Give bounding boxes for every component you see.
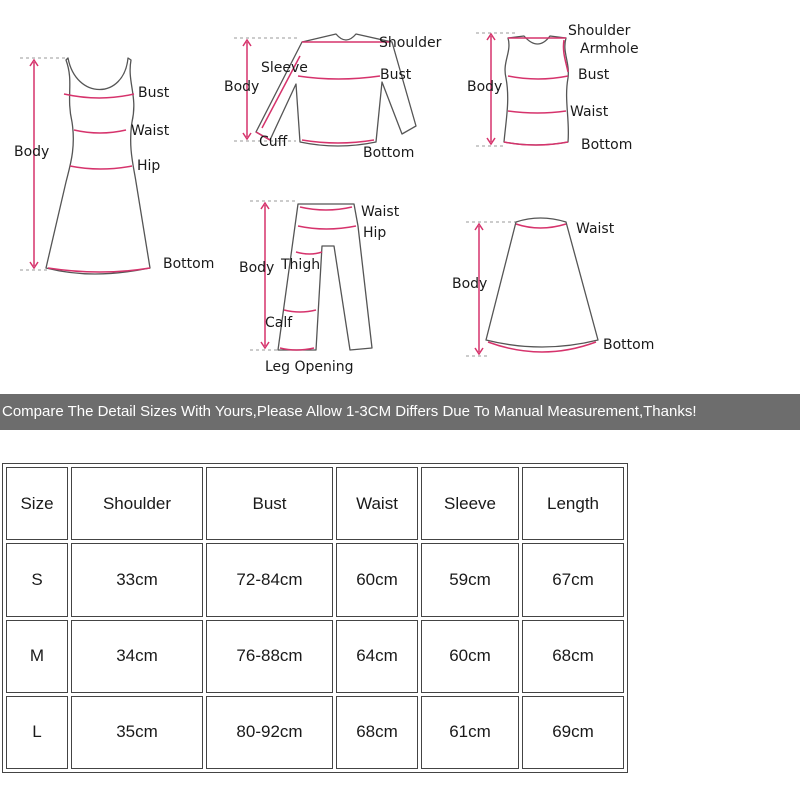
top-sleeve-label: Sleeve	[261, 60, 308, 76]
table-cell: 34cm	[71, 619, 203, 693]
table-cell: 60cm	[421, 619, 519, 693]
top-cuff-label: Cuff	[259, 134, 288, 150]
table-cell: 76-88cm	[206, 619, 333, 693]
table-cell: M	[6, 619, 68, 693]
header-cell: Bust	[206, 467, 333, 541]
header-cell: Length	[522, 467, 624, 541]
table-row: S 33cm 72-84cm 60cm 59cm 67cm	[6, 543, 624, 617]
tank-bottom-label: Bottom	[581, 137, 632, 153]
dress-body-label: Body	[14, 144, 49, 160]
pants-figure: Waist Hip Body Thigh Calf Leg Opening	[239, 200, 400, 375]
table-row: L 35cm 80-92cm 68cm 61cm 69cm	[6, 695, 624, 769]
pants-hip-label: Hip	[363, 225, 386, 241]
table-cell: 69cm	[522, 695, 624, 769]
table-cell: 64cm	[336, 619, 418, 693]
pants-waist-label: Waist	[361, 204, 400, 220]
tank-body-label: Body	[467, 79, 502, 95]
top-bottom-label: Bottom	[363, 145, 414, 161]
table-cell: 61cm	[421, 695, 519, 769]
table-cell: 80-92cm	[206, 695, 333, 769]
top-body-label: Body	[224, 79, 259, 95]
table-cell: 35cm	[71, 695, 203, 769]
dress-bust-label: Bust	[138, 85, 170, 101]
table-cell: 68cm	[336, 695, 418, 769]
tank-bust-label: Bust	[578, 67, 610, 83]
table-cell: 72-84cm	[206, 543, 333, 617]
pants-calf-label: Calf	[265, 315, 293, 331]
dress-hip-label: Hip	[137, 158, 160, 174]
skirt-bottom-label: Bottom	[603, 337, 654, 353]
tank-figure: Shoulder Armhole Body Bust Waist Bottom	[467, 23, 639, 153]
tank-shoulder-label: Shoulder	[568, 23, 631, 39]
top-shoulder-label: Shoulder	[379, 35, 442, 51]
dress-waist-label: Waist	[131, 123, 170, 139]
table-cell: 60cm	[336, 543, 418, 617]
table-cell: 68cm	[522, 619, 624, 693]
tank-waist-label: Waist	[570, 104, 609, 120]
header-cell: Shoulder	[71, 467, 203, 541]
pants-thigh-label: Thigh	[280, 257, 320, 273]
table-header-row: Size Shoulder Bust Waist Sleeve Length	[6, 467, 624, 541]
top-figure: Shoulder Sleeve Body Bust Cuff Bottom	[224, 33, 442, 161]
tank-armhole-label: Armhole	[580, 41, 639, 57]
skirt-figure: Waist Body Bottom	[452, 217, 654, 357]
header-cell: Waist	[336, 467, 418, 541]
measurement-note-banner: Compare The Detail Sizes With Yours,Plea…	[0, 394, 800, 430]
pants-body-label: Body	[239, 260, 274, 276]
header-cell: Size	[6, 467, 68, 541]
table-cell: 33cm	[71, 543, 203, 617]
skirt-waist-label: Waist	[576, 221, 615, 237]
measurement-diagram: Bust Waist Body Hip Bottom Shoulder Slee…	[14, 23, 654, 375]
skirt-body-label: Body	[452, 276, 487, 292]
dress-bottom-label: Bottom	[163, 256, 214, 272]
table-row: M 34cm 76-88cm 64cm 60cm 68cm	[6, 619, 624, 693]
dress-figure: Bust Waist Body Hip Bottom	[14, 57, 214, 275]
pants-leg-opening-label: Leg Opening	[265, 359, 354, 375]
top-bust-label: Bust	[380, 67, 412, 83]
table-cell: 67cm	[522, 543, 624, 617]
table-cell: L	[6, 695, 68, 769]
table-cell: S	[6, 543, 68, 617]
size-chart-table: Size Shoulder Bust Waist Sleeve Length S…	[2, 463, 628, 773]
header-cell: Sleeve	[421, 467, 519, 541]
table-cell: 59cm	[421, 543, 519, 617]
